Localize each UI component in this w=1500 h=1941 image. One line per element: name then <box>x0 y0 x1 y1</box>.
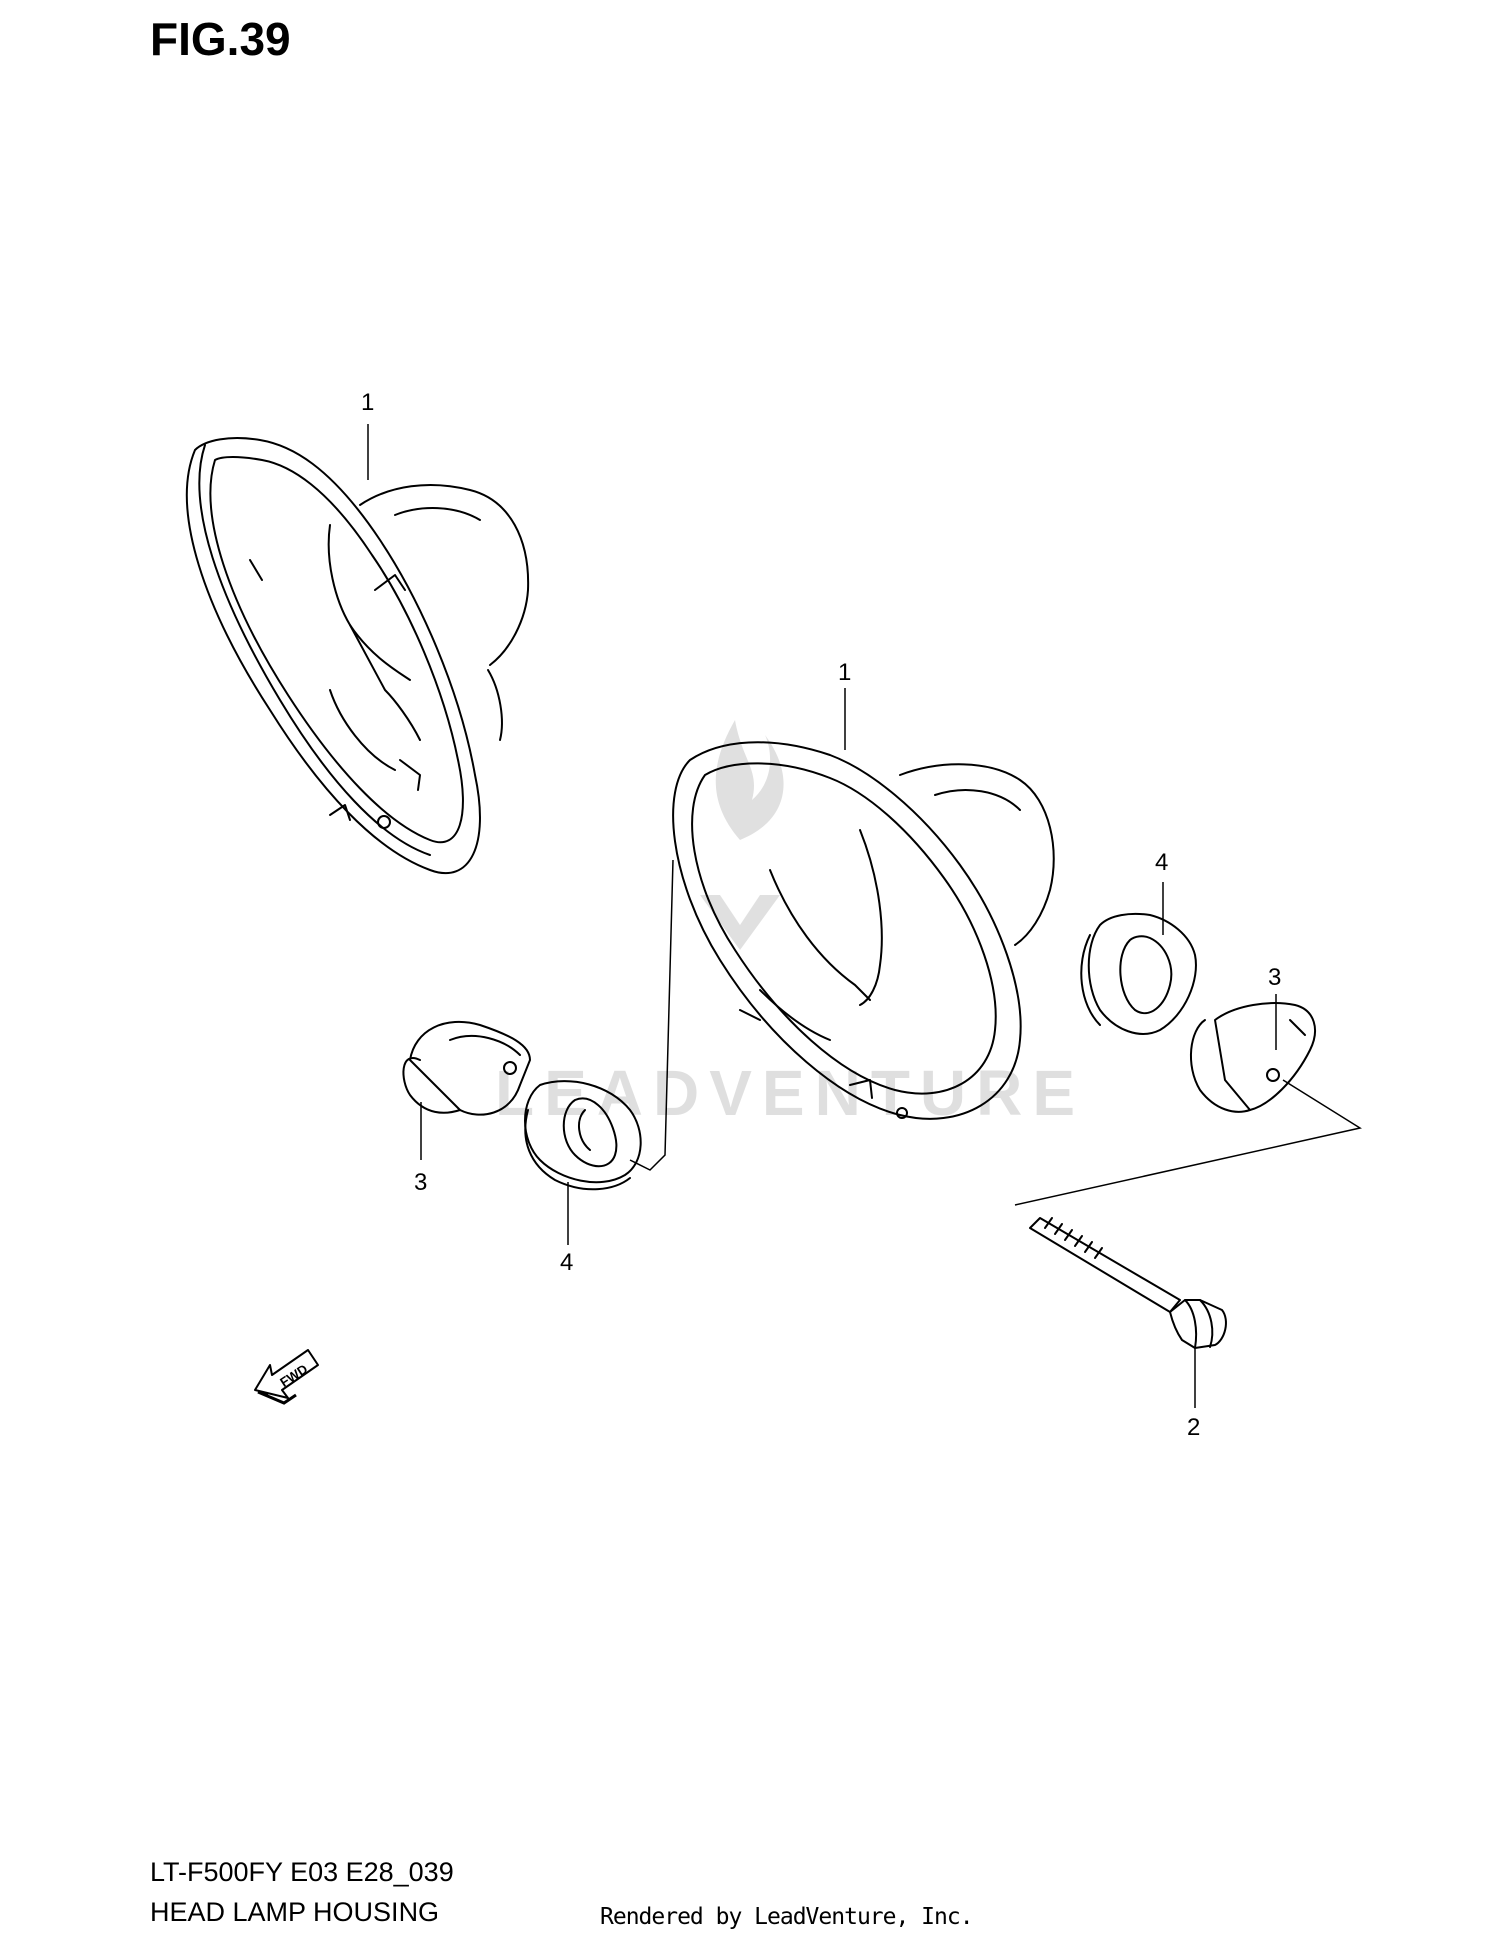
watermark: LEADVENTURE <box>495 720 1075 1129</box>
housing-bracket-line <box>629 859 674 1171</box>
callout-cushion-right: 3 <box>1268 964 1281 991</box>
head-lamp-housing-lower <box>672 741 1055 1120</box>
callout-grommet-right: 4 <box>1155 849 1168 876</box>
bolt-alignment-line <box>1014 1079 1362 1206</box>
diagram-title: HEAD LAMP HOUSING <box>150 1897 440 1927</box>
callout-bolt: 2 <box>1187 1414 1200 1441</box>
cushion-right <box>1189 1002 1316 1113</box>
flame-logo <box>700 720 784 950</box>
model-code: LT-F500FY E03 E28_039 <box>150 1857 454 1887</box>
head-lamp-housing-upper <box>185 437 530 875</box>
grommet-right <box>1080 912 1197 1035</box>
callout-housing-lower: 1 <box>838 659 851 686</box>
bolt <box>1029 1217 1227 1349</box>
figure-title: FIG.39 <box>150 13 291 65</box>
cushion-left <box>402 1020 531 1116</box>
callout-housing-upper: 1 <box>361 389 374 416</box>
render-credit: Rendered by LeadVenture, Inc. <box>600 1904 974 1930</box>
callout-cushion-left: 3 <box>414 1169 427 1196</box>
grommet-left <box>524 1080 642 1191</box>
callout-grommet-left: 4 <box>560 1249 573 1276</box>
forward-arrow-icon: FWD <box>254 1349 319 1405</box>
